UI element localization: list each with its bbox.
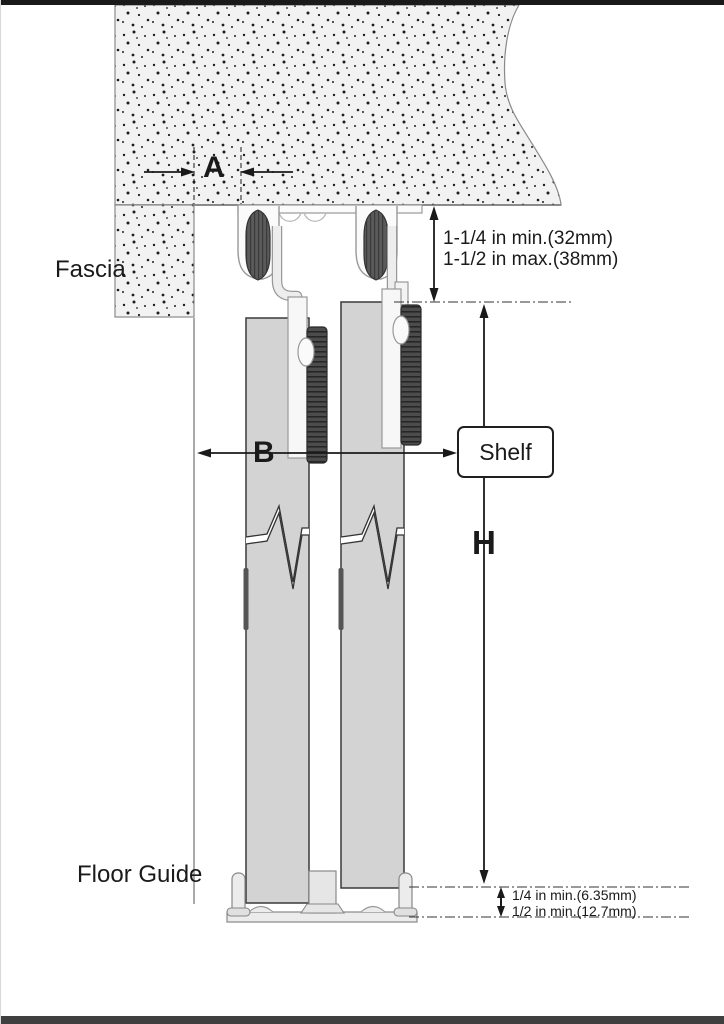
track-clearance-text: 1-1/4 in min.(32mm) 1-1/2 in max.(38mm) xyxy=(443,228,619,270)
track-clearance-dimension xyxy=(394,206,573,303)
track-clearance-line2: 1-1/2 in max.(38mm) xyxy=(443,248,619,270)
bottom-border-bar xyxy=(1,1016,724,1024)
floor-clearance-line2: 1/2 in min.(12.7mm) xyxy=(512,903,637,919)
floor-clearance-text: 1/4 in min.(6.35mm) 1/2 in min.(12.7mm) xyxy=(512,887,636,919)
shelf-callout-box: Shelf xyxy=(457,426,554,478)
right-door-pull xyxy=(338,568,344,630)
left-roller-wheel-icon xyxy=(245,209,271,281)
fascia-board xyxy=(114,204,195,318)
left-adjustment-rack xyxy=(297,326,328,464)
shelf-label: Shelf xyxy=(479,438,532,465)
floor-clearance-dimension xyxy=(409,886,691,918)
fascia-label: Fascia xyxy=(55,256,126,283)
left-hanger-plate xyxy=(287,296,308,459)
top-border-bar xyxy=(1,0,724,5)
dimension-h-label: H xyxy=(472,524,496,561)
right-hanger-plate xyxy=(381,288,402,449)
floor-guide-label: Floor Guide xyxy=(77,861,203,888)
floor-guide-assembly xyxy=(226,870,418,923)
dimension-h xyxy=(479,304,489,884)
dimension-b xyxy=(197,448,457,458)
right-adjustment-rack xyxy=(392,304,422,446)
dimension-a-label: A xyxy=(203,151,225,184)
door-break-lines xyxy=(245,503,404,590)
track-clearance-line1: 1-1/4 in min.(32mm) xyxy=(443,228,613,249)
left-door-pull xyxy=(243,568,249,630)
right-roller-wheel-icon xyxy=(363,209,389,281)
left-hanger-strap xyxy=(271,226,303,316)
dimension-b-label: B xyxy=(253,436,275,469)
dimension-a xyxy=(144,147,293,204)
floor-clearance-line1: 1/4 in min.(6.35mm) xyxy=(512,887,637,903)
